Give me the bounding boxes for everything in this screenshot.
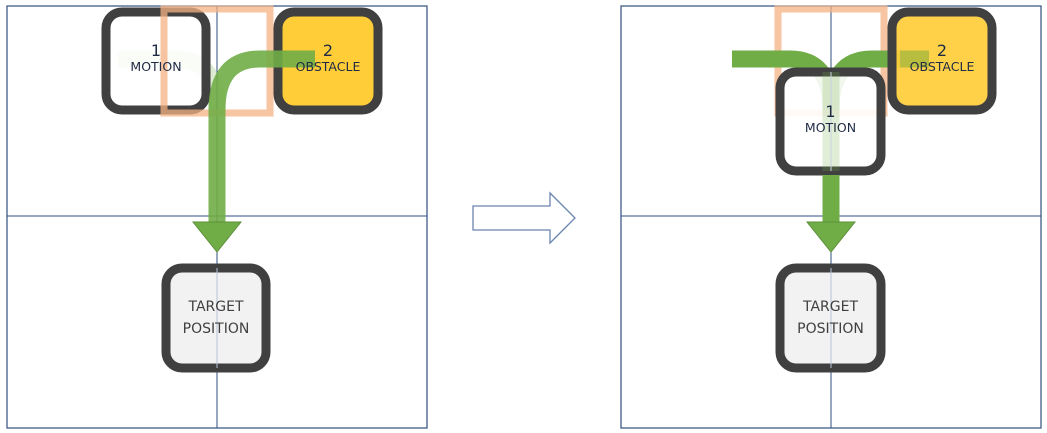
- left-obstacle-label: 2 OBSTACLE: [278, 41, 378, 75]
- obstacle-text: OBSTACLE: [909, 59, 975, 75]
- right-target-label: TARGET POSITION: [780, 296, 881, 340]
- target-line1: TARGET: [188, 299, 244, 315]
- obstacle-text: OBSTACLE: [295, 59, 361, 75]
- motion-text: MOTION: [804, 120, 857, 136]
- green-path-icon: [208, 50, 315, 222]
- obstacle-box: [887, 7, 997, 115]
- target-line2: POSITION: [182, 321, 250, 337]
- transition-arrow-icon: [472, 191, 576, 245]
- obstacle-number: 2: [936, 41, 948, 60]
- motion-number: 1: [825, 102, 836, 121]
- left-motion-label: 1 MOTION: [106, 41, 206, 75]
- target-line2: POSITION: [797, 321, 864, 337]
- right-motion-label: 1 MOTION: [780, 102, 881, 136]
- right-panel: [620, 5, 1042, 429]
- motion-text: MOTION: [130, 59, 182, 75]
- obstacle-number: 2: [322, 41, 334, 60]
- arrow-head-icon: [805, 221, 857, 253]
- right-obstacle-label: 2 OBSTACLE: [892, 41, 992, 75]
- left-target-label: TARGET POSITION: [166, 296, 266, 340]
- target-line1: TARGET: [802, 299, 858, 315]
- motion-number: 1: [150, 41, 162, 60]
- target-box: [161, 263, 271, 373]
- motion-box: [101, 7, 211, 115]
- arrow-head-icon: [191, 221, 243, 253]
- left-panel: [6, 5, 428, 429]
